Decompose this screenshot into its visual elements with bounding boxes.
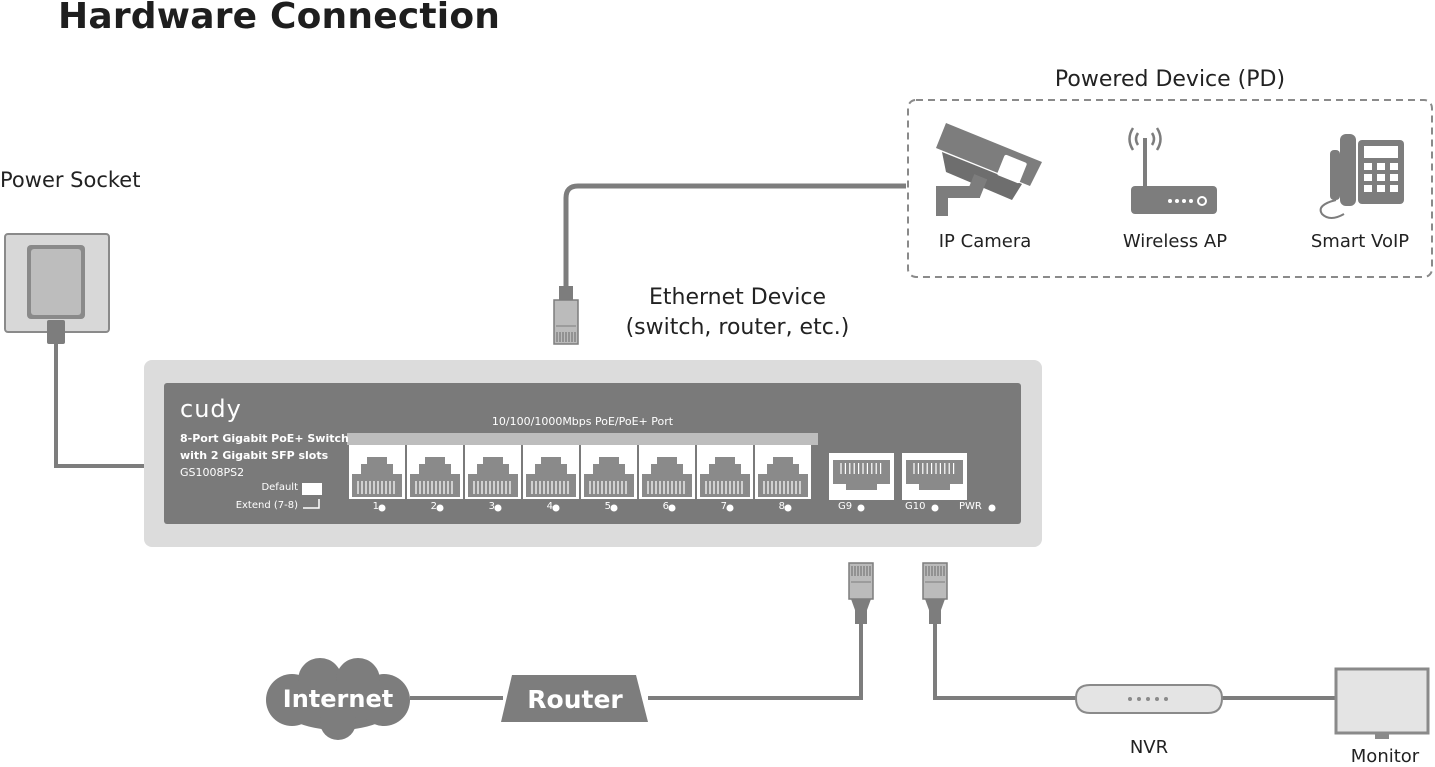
port-label: 8 — [778, 501, 785, 512]
page-title: Hardware Connection — [58, 0, 501, 37]
switch-desc-line1: 8-Port Gigabit PoE+ Switch — [180, 432, 349, 445]
cable-g9-router — [648, 622, 863, 700]
extend-indicator-icon — [303, 499, 320, 509]
rj45-port-5 — [581, 445, 637, 499]
port-led-7 — [726, 504, 734, 512]
rj45-port-4 — [523, 445, 579, 499]
power-socket-icon — [4, 233, 110, 344]
mode-switch-icon — [302, 483, 322, 495]
monitor-label: Monitor — [1350, 746, 1420, 767]
port-label: 5 — [604, 501, 611, 512]
ethernet-device-label: Ethernet Device — [649, 285, 826, 310]
port-led-4 — [552, 504, 560, 512]
port-label: 1 — [372, 501, 379, 512]
powered-device-label: Powered Device (PD) — [1054, 67, 1286, 92]
monitor-icon — [1334, 667, 1430, 739]
pd-box — [907, 99, 1433, 278]
rj45-port-1 — [349, 445, 405, 499]
switch-model: GS1008PS2 — [180, 466, 245, 479]
cable-g10-nvr — [933, 622, 1076, 700]
port-label: 4 — [546, 501, 553, 512]
mode-default-label: Default — [261, 482, 298, 493]
port-led-5 — [610, 504, 618, 512]
brand-logo: cudy — [180, 395, 242, 423]
wireless-ap-label: Wireless AP — [1122, 231, 1228, 252]
rj45-plug-top-icon — [553, 286, 579, 345]
power-socket-label: Power Socket — [0, 168, 141, 192]
rj45-plug-g10-icon — [922, 562, 948, 624]
rj45-plug-g9-icon — [848, 562, 874, 624]
switch-desc-line2: with 2 Gigabit SFP slots — [180, 449, 329, 462]
internet-label: Internet — [282, 685, 394, 713]
port-label: 7 — [720, 501, 727, 512]
rj45-port-8 — [755, 445, 811, 499]
router-label: Router — [527, 685, 623, 714]
internet-cloud-icon — [266, 658, 410, 740]
port-label: 2 — [430, 501, 437, 512]
sfp-port-g10 — [902, 453, 967, 500]
sfp-port-label: G9 — [838, 501, 853, 512]
port-label: 3 — [488, 501, 495, 512]
nvr-icon — [1074, 684, 1224, 714]
sfp-port-g9 — [829, 453, 894, 500]
smart-voip-label: Smart VoIP — [1310, 231, 1410, 252]
port-led-1 — [378, 504, 386, 512]
sfp-port-label: G10 — [905, 501, 926, 512]
wireless-ap-icon — [1128, 127, 1217, 214]
rj45-port-7 — [697, 445, 753, 499]
ip-camera-icon — [936, 123, 1042, 216]
router-icon — [501, 675, 648, 722]
port-label: 6 — [662, 501, 669, 512]
port-led-2 — [436, 504, 444, 512]
port-led-3 — [494, 504, 502, 512]
cable-power — [54, 343, 145, 468]
voip-phone-icon — [1319, 134, 1404, 219]
nvr-label: NVR — [1129, 737, 1169, 758]
cable-pd-to-ethernet — [563, 183, 906, 288]
rj45-port-2 — [407, 445, 463, 499]
port-group-bar — [347, 433, 818, 445]
pwr-led — [988, 504, 996, 512]
ip-camera-label: IP Camera — [938, 231, 1032, 252]
sfp-led-g10 — [931, 504, 939, 512]
pwr-label: PWR — [959, 501, 982, 512]
port-led-6 — [668, 504, 676, 512]
sfp-led-g9 — [857, 504, 865, 512]
mode-extend-label: Extend (7-8) — [235, 500, 298, 511]
rj45-port-3 — [465, 445, 521, 499]
rj45-port-6 — [639, 445, 695, 499]
port-group-label: 10/100/1000Mbps PoE/PoE+ Port — [491, 415, 674, 428]
port-led-8 — [784, 504, 792, 512]
ethernet-device-sublabel: (switch, router, etc.) — [625, 315, 850, 340]
